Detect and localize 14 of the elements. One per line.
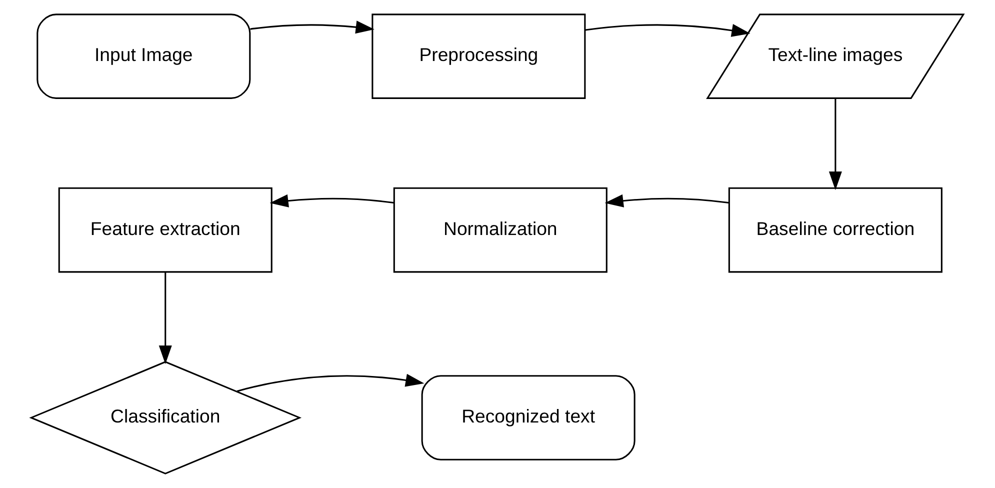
node-box: Preprocessing (372, 14, 586, 99)
arrow (236, 374, 424, 392)
arrow (158, 272, 172, 364)
arrow (604, 194, 729, 208)
node-box: Feature extraction (58, 187, 272, 273)
arrow (250, 20, 374, 34)
node-box: Input Image (36, 14, 251, 99)
arrow (828, 98, 842, 190)
node-diamond: Classification (29, 361, 302, 474)
node-box: Baseline correction (728, 187, 942, 273)
arrow (585, 24, 750, 37)
node-box: Recognized text (421, 375, 636, 460)
arrow (270, 194, 394, 208)
node-box: Normalization (393, 187, 608, 273)
